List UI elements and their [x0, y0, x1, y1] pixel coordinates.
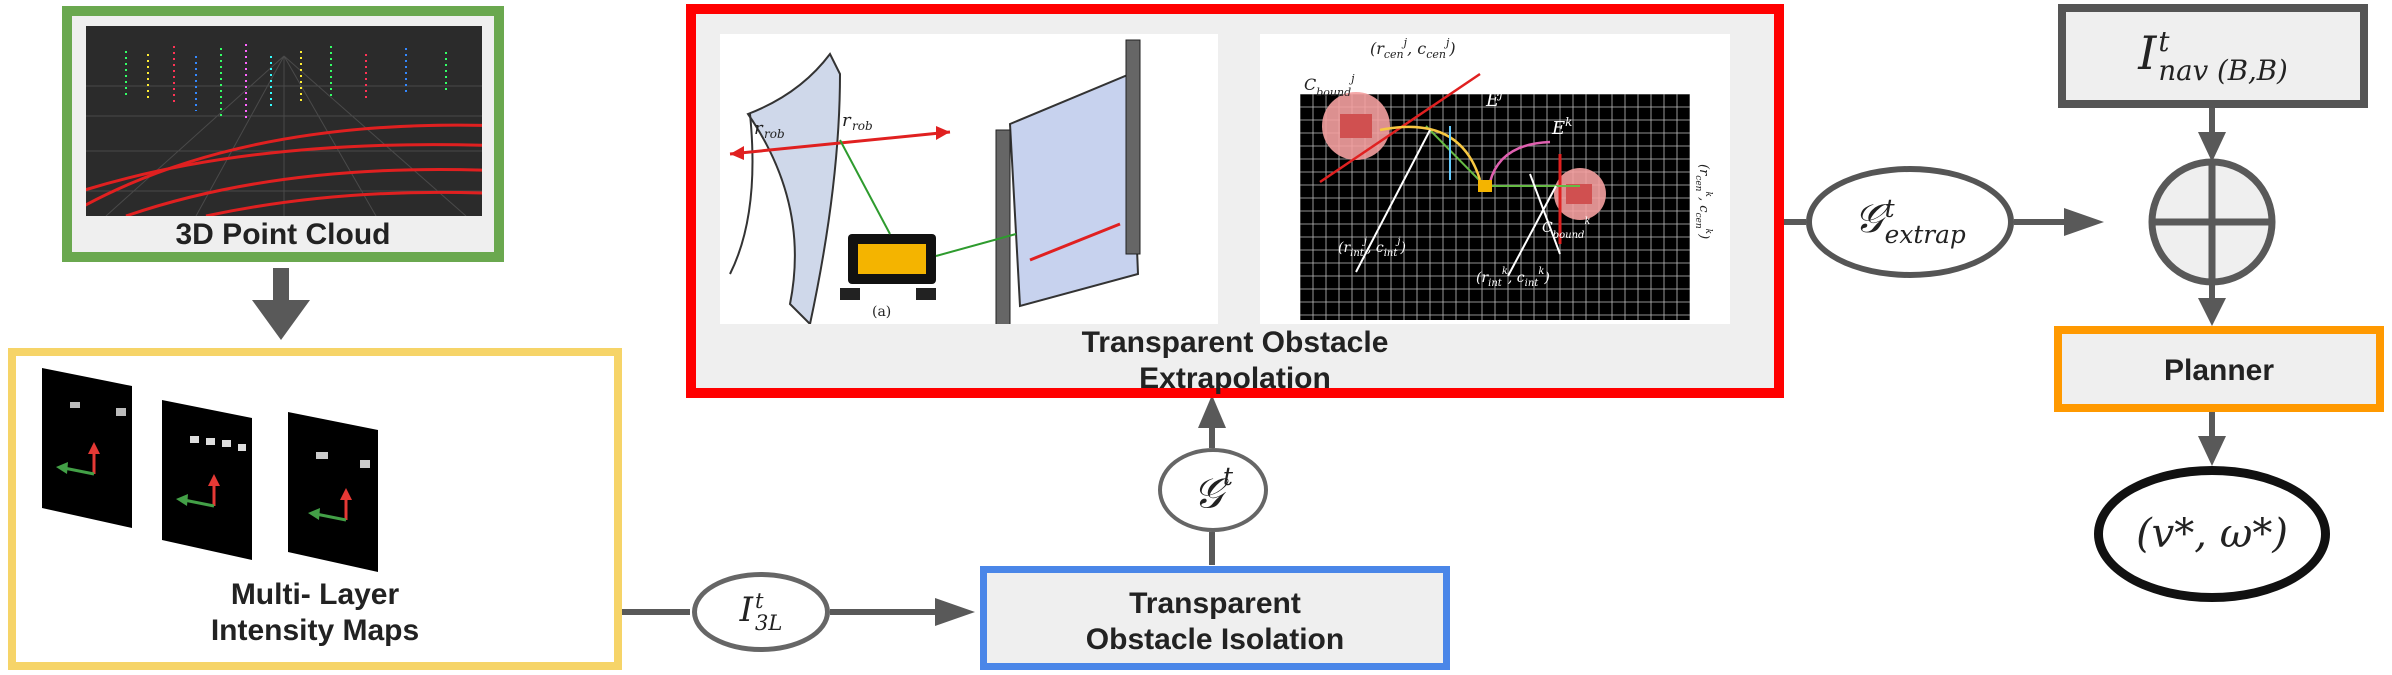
intensity-map-2 — [162, 400, 252, 560]
planner-label: Planner — [2163, 354, 2275, 387]
arrowhead-gextrap-to-sum — [2064, 208, 2104, 236]
arrowhead-gt-to-extrapolation — [1198, 395, 1226, 428]
extrapolation-grid: (rcenj, ccenj) Cboundj Ej Ek (rintj, cin… — [1260, 34, 1730, 324]
i3l-sup: t — [755, 587, 764, 613]
anno-e-j: Ej — [1485, 87, 1503, 111]
rrob-label-1: r — [754, 118, 764, 139]
output-node: (v*, ω*) — [2094, 466, 2330, 602]
sum-node — [2148, 158, 2276, 286]
nav-base: I — [2138, 26, 2157, 81]
arrowhead-nav-to-sum — [2198, 132, 2226, 162]
nav-sup: t — [2158, 25, 2170, 59]
extrapolation-sketch: r rob r rob (a) — [720, 34, 1218, 324]
intensity-map-3 — [288, 412, 378, 572]
nav-sub: nav (B,B) — [2158, 54, 2288, 88]
extrapolation-label-2: Extrapolation — [1139, 362, 1331, 395]
isolation-node: Transparent Obstacle Isolation — [980, 566, 1450, 670]
point-cloud-node: 3D Point Cloud — [62, 6, 504, 262]
gt-sup: t — [1222, 461, 1234, 491]
intensity-maps-render — [42, 368, 378, 572]
intensity-maps-node: Multi- Layer Intensity Maps — [8, 348, 622, 670]
sketch-render: r rob r rob (a) — [729, 39, 1141, 324]
intensity-map-1 — [42, 368, 132, 528]
point-cloud-render — [86, 26, 482, 216]
svg-text:rob: rob — [852, 119, 873, 133]
isolation-label-1: Transparent — [1129, 587, 1301, 620]
intensity-maps-label-2: Intensity Maps — [210, 614, 420, 647]
output-text: (v*, ω*) — [2136, 511, 2288, 557]
point-cloud-image — [86, 26, 482, 216]
grid-render: (rcenj, ccenj) Cboundj Ej Ek (rintj, cin… — [1299, 36, 1713, 320]
i3l-base: I — [739, 590, 753, 630]
i3l-sub: 3L — [755, 610, 783, 635]
sketch-caption: (a) — [872, 304, 891, 320]
arrowhead-planner-to-output — [2198, 436, 2226, 466]
extrapolation-label-1: Transparent Obstacle — [1081, 326, 1389, 359]
gt-edge-node: 𝒢t — [1158, 448, 1268, 532]
planner-node: Planner — [2054, 326, 2384, 412]
arrowhead-i3l-to-isolation — [935, 598, 975, 626]
anno-cen-j: (rcenj, ccenj) — [1370, 36, 1456, 61]
gt-base: 𝒢 — [1192, 468, 1223, 518]
gextrap-sub: extrap — [1884, 220, 1966, 249]
arrowhead-sum-to-planner — [2198, 298, 2226, 326]
extrapolation-node: r rob r rob (a) — [686, 4, 1784, 398]
isolation-label-2: Obstacle Isolation — [1085, 623, 1345, 656]
arrow-pointcloud-to-maps — [252, 268, 310, 340]
gextrap-sup: t — [1884, 193, 1895, 223]
anno-cen-k: (rcenk, ccenk) — [1693, 164, 1713, 239]
rrob-label-2: r — [842, 110, 852, 131]
svg-text:rob: rob — [764, 127, 785, 141]
intensity-maps-label-1: Multi- Layer — [230, 578, 400, 611]
point-cloud-label: 3D Point Cloud — [175, 218, 391, 251]
gextrap-base: 𝒢 — [1854, 196, 1883, 242]
